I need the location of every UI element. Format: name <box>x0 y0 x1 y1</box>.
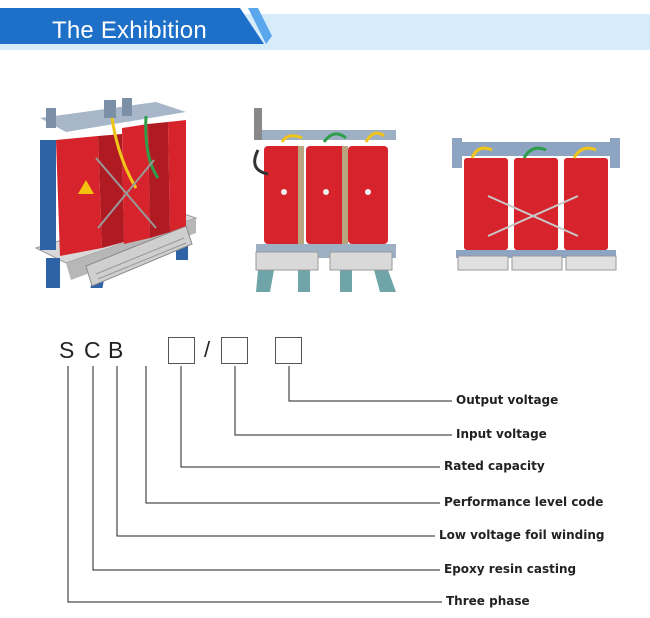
transformer-photo-angled <box>34 98 198 288</box>
code-letter-s: S <box>59 337 75 363</box>
leader-three-phase <box>67 366 442 603</box>
output-voltage-box <box>275 337 302 364</box>
label-low-voltage-foil-winding: Low voltage foil winding <box>439 528 605 542</box>
leader-output-voltage <box>288 366 452 402</box>
section-banner: The Exhibition <box>0 8 650 46</box>
section-title: The Exhibition <box>52 17 207 44</box>
leader-rated-capacity <box>180 366 440 468</box>
model-code-diagram: S C B / Output voltage Input voltage Rat… <box>0 320 650 618</box>
input-voltage-box <box>221 337 248 364</box>
leader-performance-level <box>145 366 440 504</box>
label-performance-level-code: Performance level code <box>444 495 604 509</box>
exhibition-photos <box>0 90 650 310</box>
label-rated-capacity: Rated capacity <box>444 459 545 473</box>
leader-input-voltage <box>234 366 452 436</box>
banner-shape <box>0 8 272 44</box>
code-separator: / <box>204 337 211 362</box>
leader-epoxy-resin <box>92 366 440 571</box>
leader-low-voltage-foil <box>116 366 435 537</box>
code-letter-c: C <box>84 337 101 363</box>
label-three-phase: Three phase <box>446 594 530 608</box>
code-letter-b: B <box>108 337 124 363</box>
transformer-photo-front-open <box>253 108 396 292</box>
leader-lines <box>67 366 452 603</box>
rated-capacity-box <box>168 337 195 364</box>
transformer-photo-front-enclosed <box>452 138 620 271</box>
label-input-voltage: Input voltage <box>456 427 547 441</box>
label-output-voltage: Output voltage <box>456 393 559 407</box>
label-epoxy-resin-casting: Epoxy resin casting <box>444 562 577 576</box>
